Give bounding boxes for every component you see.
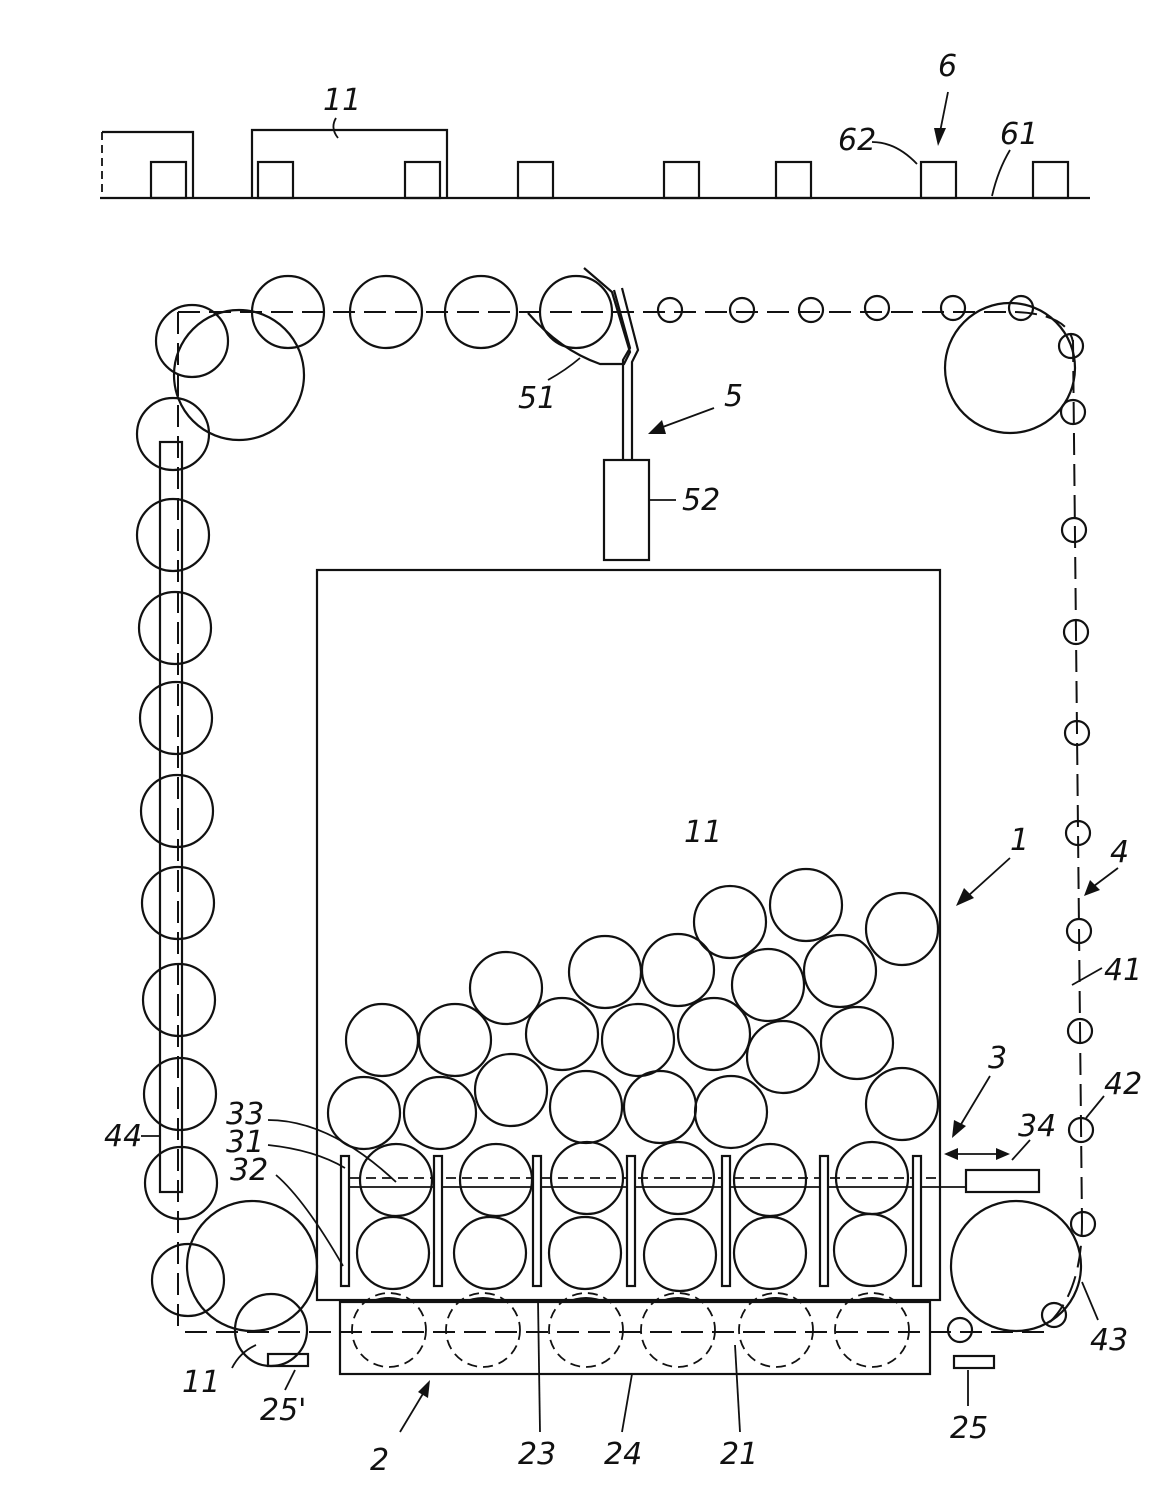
carrier-block xyxy=(921,162,956,198)
label-62: 62 xyxy=(838,123,876,158)
carrier-block xyxy=(518,162,553,198)
label-25-prime: 25' xyxy=(260,1393,306,1428)
sensor-25 xyxy=(954,1356,994,1368)
carrier-block xyxy=(405,162,440,198)
label-11-top: 11 xyxy=(323,83,361,118)
divider-grid xyxy=(268,1076,1039,1286)
label-1: 1 xyxy=(1010,823,1029,858)
label-23: 23 xyxy=(518,1437,556,1472)
label-4: 4 xyxy=(1110,835,1129,870)
top-conveyor xyxy=(100,92,1090,198)
label-52: 52 xyxy=(682,483,720,518)
label-24: 24 xyxy=(604,1437,642,1472)
conveyor-frame-24 xyxy=(340,1302,930,1374)
label-6: 6 xyxy=(938,49,957,84)
carrier-block xyxy=(664,162,699,198)
label-5: 5 xyxy=(724,379,743,414)
carrier-block xyxy=(1033,162,1068,198)
label-3: 3 xyxy=(988,1041,1007,1076)
label-11-bot: 11 xyxy=(182,1365,220,1400)
actuator-52 xyxy=(604,460,649,560)
label-34: 34 xyxy=(1018,1109,1056,1144)
label-11-mid: 11 xyxy=(684,815,722,850)
label-43: 43 xyxy=(1090,1323,1128,1358)
label-44: 44 xyxy=(104,1119,142,1154)
label-21: 21 xyxy=(720,1437,758,1472)
reference-labels: 11 6 62 61 51 5 52 11 1 4 41 3 42 34 33 … xyxy=(104,49,1142,1478)
label-32: 32 xyxy=(230,1153,268,1188)
carrier-block xyxy=(258,162,293,198)
label-61: 61 xyxy=(1000,117,1038,152)
drive-34 xyxy=(966,1170,1039,1192)
label-2: 2 xyxy=(370,1443,389,1478)
label-51: 51 xyxy=(518,381,556,416)
carrier-block xyxy=(776,162,811,198)
label-25: 25 xyxy=(950,1411,988,1446)
sensor-25-prime xyxy=(268,1354,308,1366)
label-41: 41 xyxy=(1104,953,1142,988)
label-42: 42 xyxy=(1104,1067,1142,1102)
carrier-block xyxy=(151,162,186,198)
